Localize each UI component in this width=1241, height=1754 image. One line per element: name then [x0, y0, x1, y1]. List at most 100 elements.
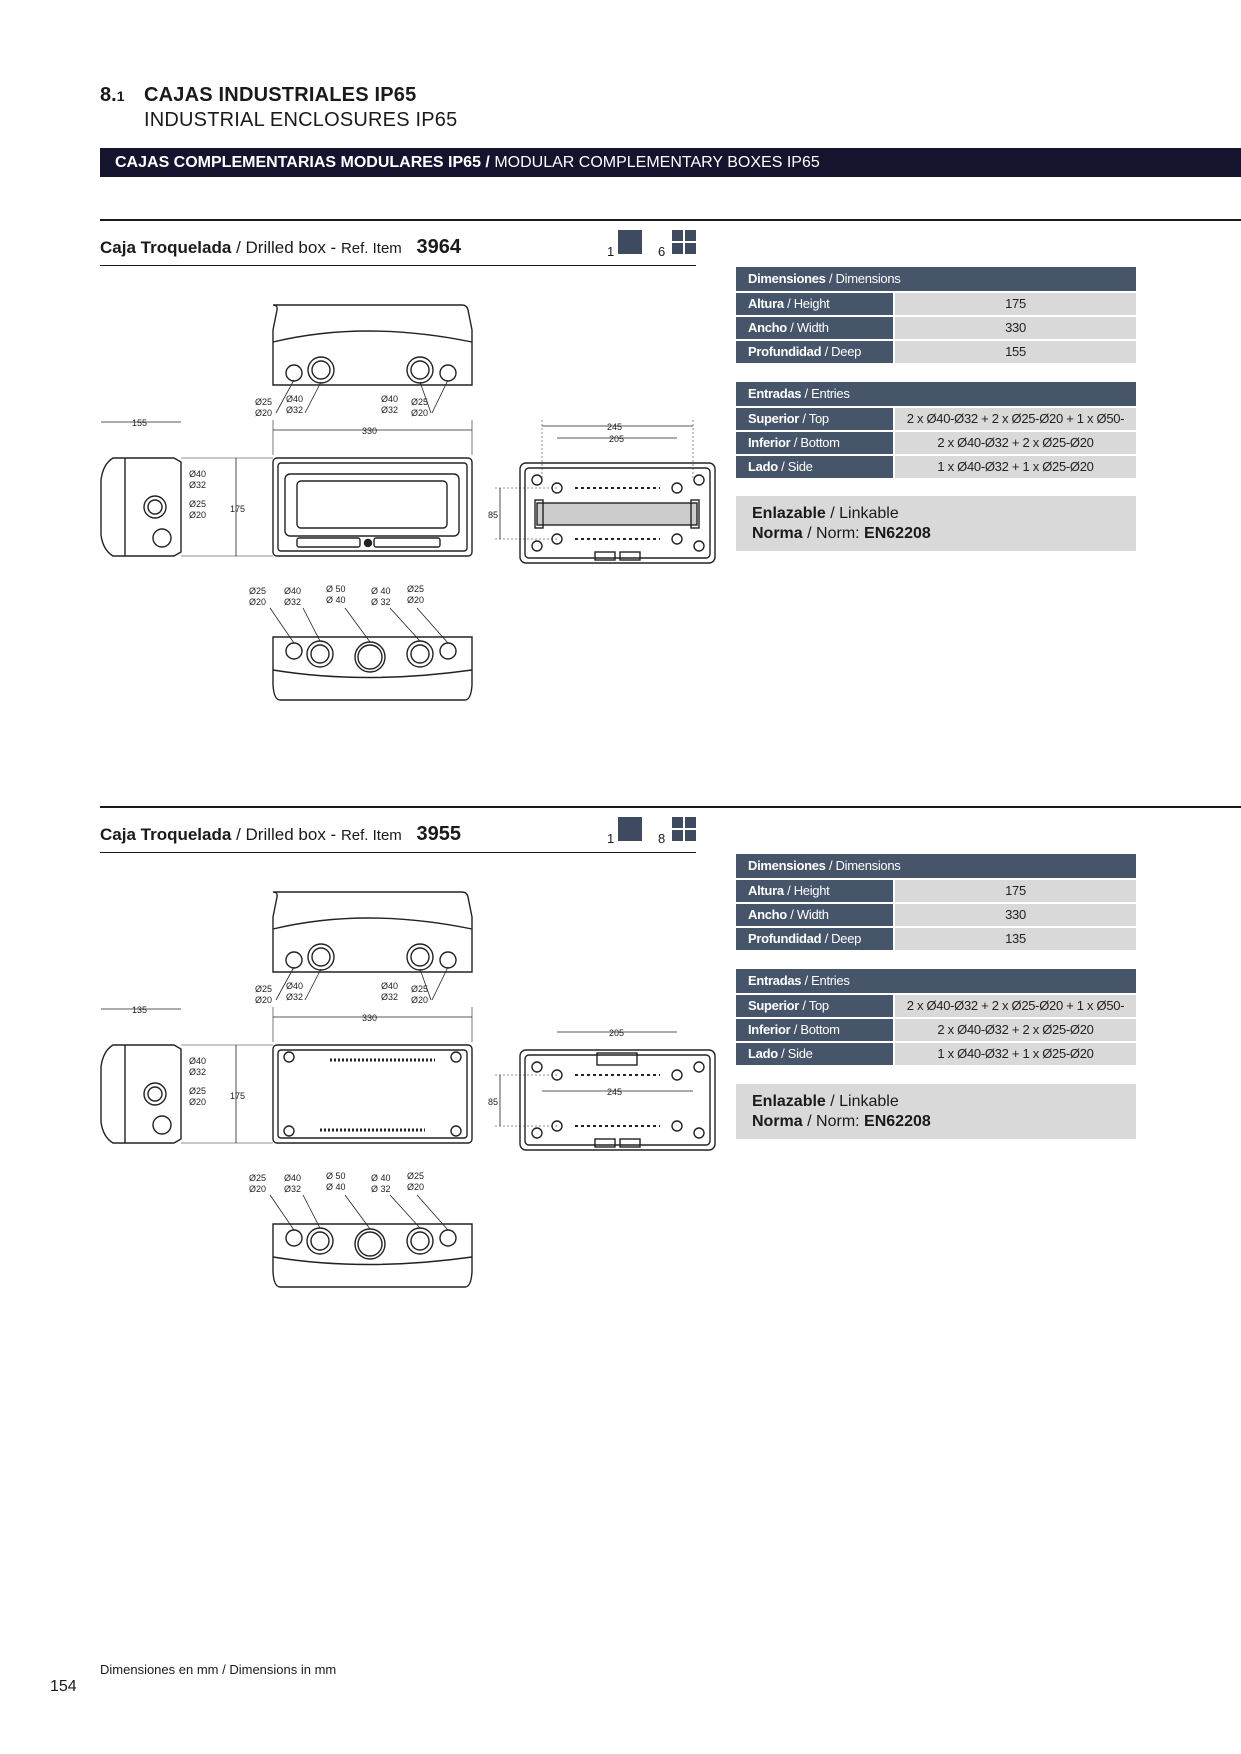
svg-text:Ø25: Ø25	[255, 984, 272, 994]
section-title: CAJAS INDUSTRIALES IP65	[144, 84, 417, 106]
banner-title-es: CAJAS COMPLEMENTARIAS MODULARES IP65 /	[115, 154, 490, 171]
svg-text:155: 155	[132, 418, 147, 428]
section-number: 8.1	[100, 84, 125, 106]
product-separator	[100, 806, 1241, 808]
single-unit-icon	[618, 230, 642, 254]
top-view-outline	[272, 891, 473, 973]
svg-text:Ø40: Ø40	[381, 394, 398, 404]
side-view-outline	[100, 1044, 182, 1144]
svg-text:Ø40: Ø40	[284, 1173, 301, 1183]
category-banner: CAJAS COMPLEMENTARIAS MODULARES IP65 / M…	[100, 148, 1241, 177]
inner-view-outline	[519, 1049, 716, 1151]
svg-text:Ø 32: Ø 32	[371, 597, 391, 607]
svg-text:330: 330	[362, 426, 377, 436]
product-header: Caja Troquelada / Drilled box - Ref. Ite…	[100, 230, 696, 266]
svg-text:205: 205	[609, 1028, 624, 1038]
svg-text:Ø40: Ø40	[286, 394, 303, 404]
svg-text:Ø25: Ø25	[249, 1173, 266, 1183]
dimensions-table: Dimensiones / Dimensions Altura / Height…	[736, 854, 1136, 950]
svg-text:Ø20: Ø20	[189, 1097, 206, 1107]
product-header: Caja Troquelada / Drilled box - Ref. Ite…	[100, 817, 696, 853]
front-view-outline	[272, 1044, 473, 1144]
entries-header: Entradas / Entries	[736, 969, 1136, 993]
svg-text:Ø40: Ø40	[381, 981, 398, 991]
front-view-outline	[272, 457, 473, 557]
inner-view-outline	[519, 462, 716, 564]
svg-text:175: 175	[230, 504, 245, 514]
single-unit-icon	[618, 817, 642, 841]
svg-text:Ø 40: Ø 40	[371, 586, 391, 596]
linkable-norm-box: Enlazable / Linkable Norma / Norm: EN622…	[736, 1084, 1136, 1139]
svg-text:Ø20: Ø20	[189, 510, 206, 520]
pack-units-icon	[672, 817, 696, 841]
technical-drawing: Ø25 Ø20 Ø40 Ø32 Ø40 Ø32 Ø25 Ø20 330 155 …	[100, 304, 716, 701]
svg-text:Ø32: Ø32	[286, 405, 303, 415]
svg-text:Ø25: Ø25	[411, 984, 428, 994]
svg-text:Ø32: Ø32	[284, 1184, 301, 1194]
svg-text:Ø25: Ø25	[249, 586, 266, 596]
dimensions-table: Dimensiones / Dimensions Altura / Height…	[736, 267, 1136, 363]
svg-text:Ø 40: Ø 40	[371, 1173, 391, 1183]
svg-text:Ø20: Ø20	[407, 595, 424, 605]
technical-drawing: Ø25 Ø20 Ø40 Ø32 Ø40 Ø32 Ø25 Ø20 330 135 …	[100, 891, 716, 1288]
product-name: Caja Troquelada	[100, 238, 232, 257]
side-view-outline	[100, 457, 182, 557]
svg-text:Ø20: Ø20	[407, 1182, 424, 1192]
dimensions-header: Dimensiones / Dimensions	[736, 854, 1136, 878]
product-ref-number: 3955	[416, 823, 462, 845]
svg-text:Ø32: Ø32	[381, 992, 398, 1002]
svg-text:135: 135	[132, 1005, 147, 1015]
svg-text:Ø40: Ø40	[284, 586, 301, 596]
svg-text:Ø20: Ø20	[255, 995, 272, 1005]
linkable-norm-box: Enlazable / Linkable Norma / Norm: EN622…	[736, 496, 1136, 551]
norm-value: EN62208	[864, 525, 931, 542]
svg-text:Ø20: Ø20	[255, 408, 272, 418]
svg-text:85: 85	[488, 1097, 498, 1107]
pack-units-icon	[672, 230, 696, 254]
dimensions-header: Dimensiones / Dimensions	[736, 267, 1136, 291]
section-subtitle: INDUSTRIAL ENCLOSURES IP65	[144, 109, 458, 131]
svg-text:85: 85	[488, 510, 498, 520]
svg-text:245: 245	[607, 1087, 622, 1097]
svg-text:Ø 40: Ø 40	[326, 595, 346, 605]
svg-text:Ø25: Ø25	[407, 1171, 424, 1181]
svg-text:Ø25: Ø25	[189, 499, 206, 509]
svg-text:Ø20: Ø20	[411, 408, 428, 418]
product-ref-number: 3964	[416, 236, 462, 258]
svg-text:Ø40: Ø40	[286, 981, 303, 991]
svg-text:Ø32: Ø32	[189, 1067, 206, 1077]
svg-text:Ø25: Ø25	[189, 1086, 206, 1096]
bottom-view-outline	[272, 636, 473, 701]
qty-single: 1	[607, 831, 615, 846]
svg-text:Ø20: Ø20	[249, 1184, 266, 1194]
product-name: Caja Troquelada	[100, 825, 232, 844]
svg-text:175: 175	[230, 1091, 245, 1101]
bottom-view-outline	[272, 1223, 473, 1288]
svg-text:Ø25: Ø25	[411, 397, 428, 407]
svg-text:Ø32: Ø32	[286, 992, 303, 1002]
product-separator	[100, 219, 1241, 221]
svg-text:Ø40: Ø40	[189, 1056, 206, 1066]
svg-text:Ø 32: Ø 32	[371, 1184, 391, 1194]
svg-text:Ø32: Ø32	[284, 597, 301, 607]
qty-single: 1	[607, 244, 615, 259]
svg-text:Ø 50: Ø 50	[326, 584, 346, 594]
norm-value: EN62208	[864, 1113, 931, 1130]
svg-text:245: 245	[607, 422, 622, 432]
units-footnote: Dimensiones en mm / Dimensions in mm	[100, 1662, 337, 1677]
svg-text:Ø20: Ø20	[411, 995, 428, 1005]
svg-text:Ø25: Ø25	[407, 584, 424, 594]
svg-text:Ø40: Ø40	[189, 469, 206, 479]
